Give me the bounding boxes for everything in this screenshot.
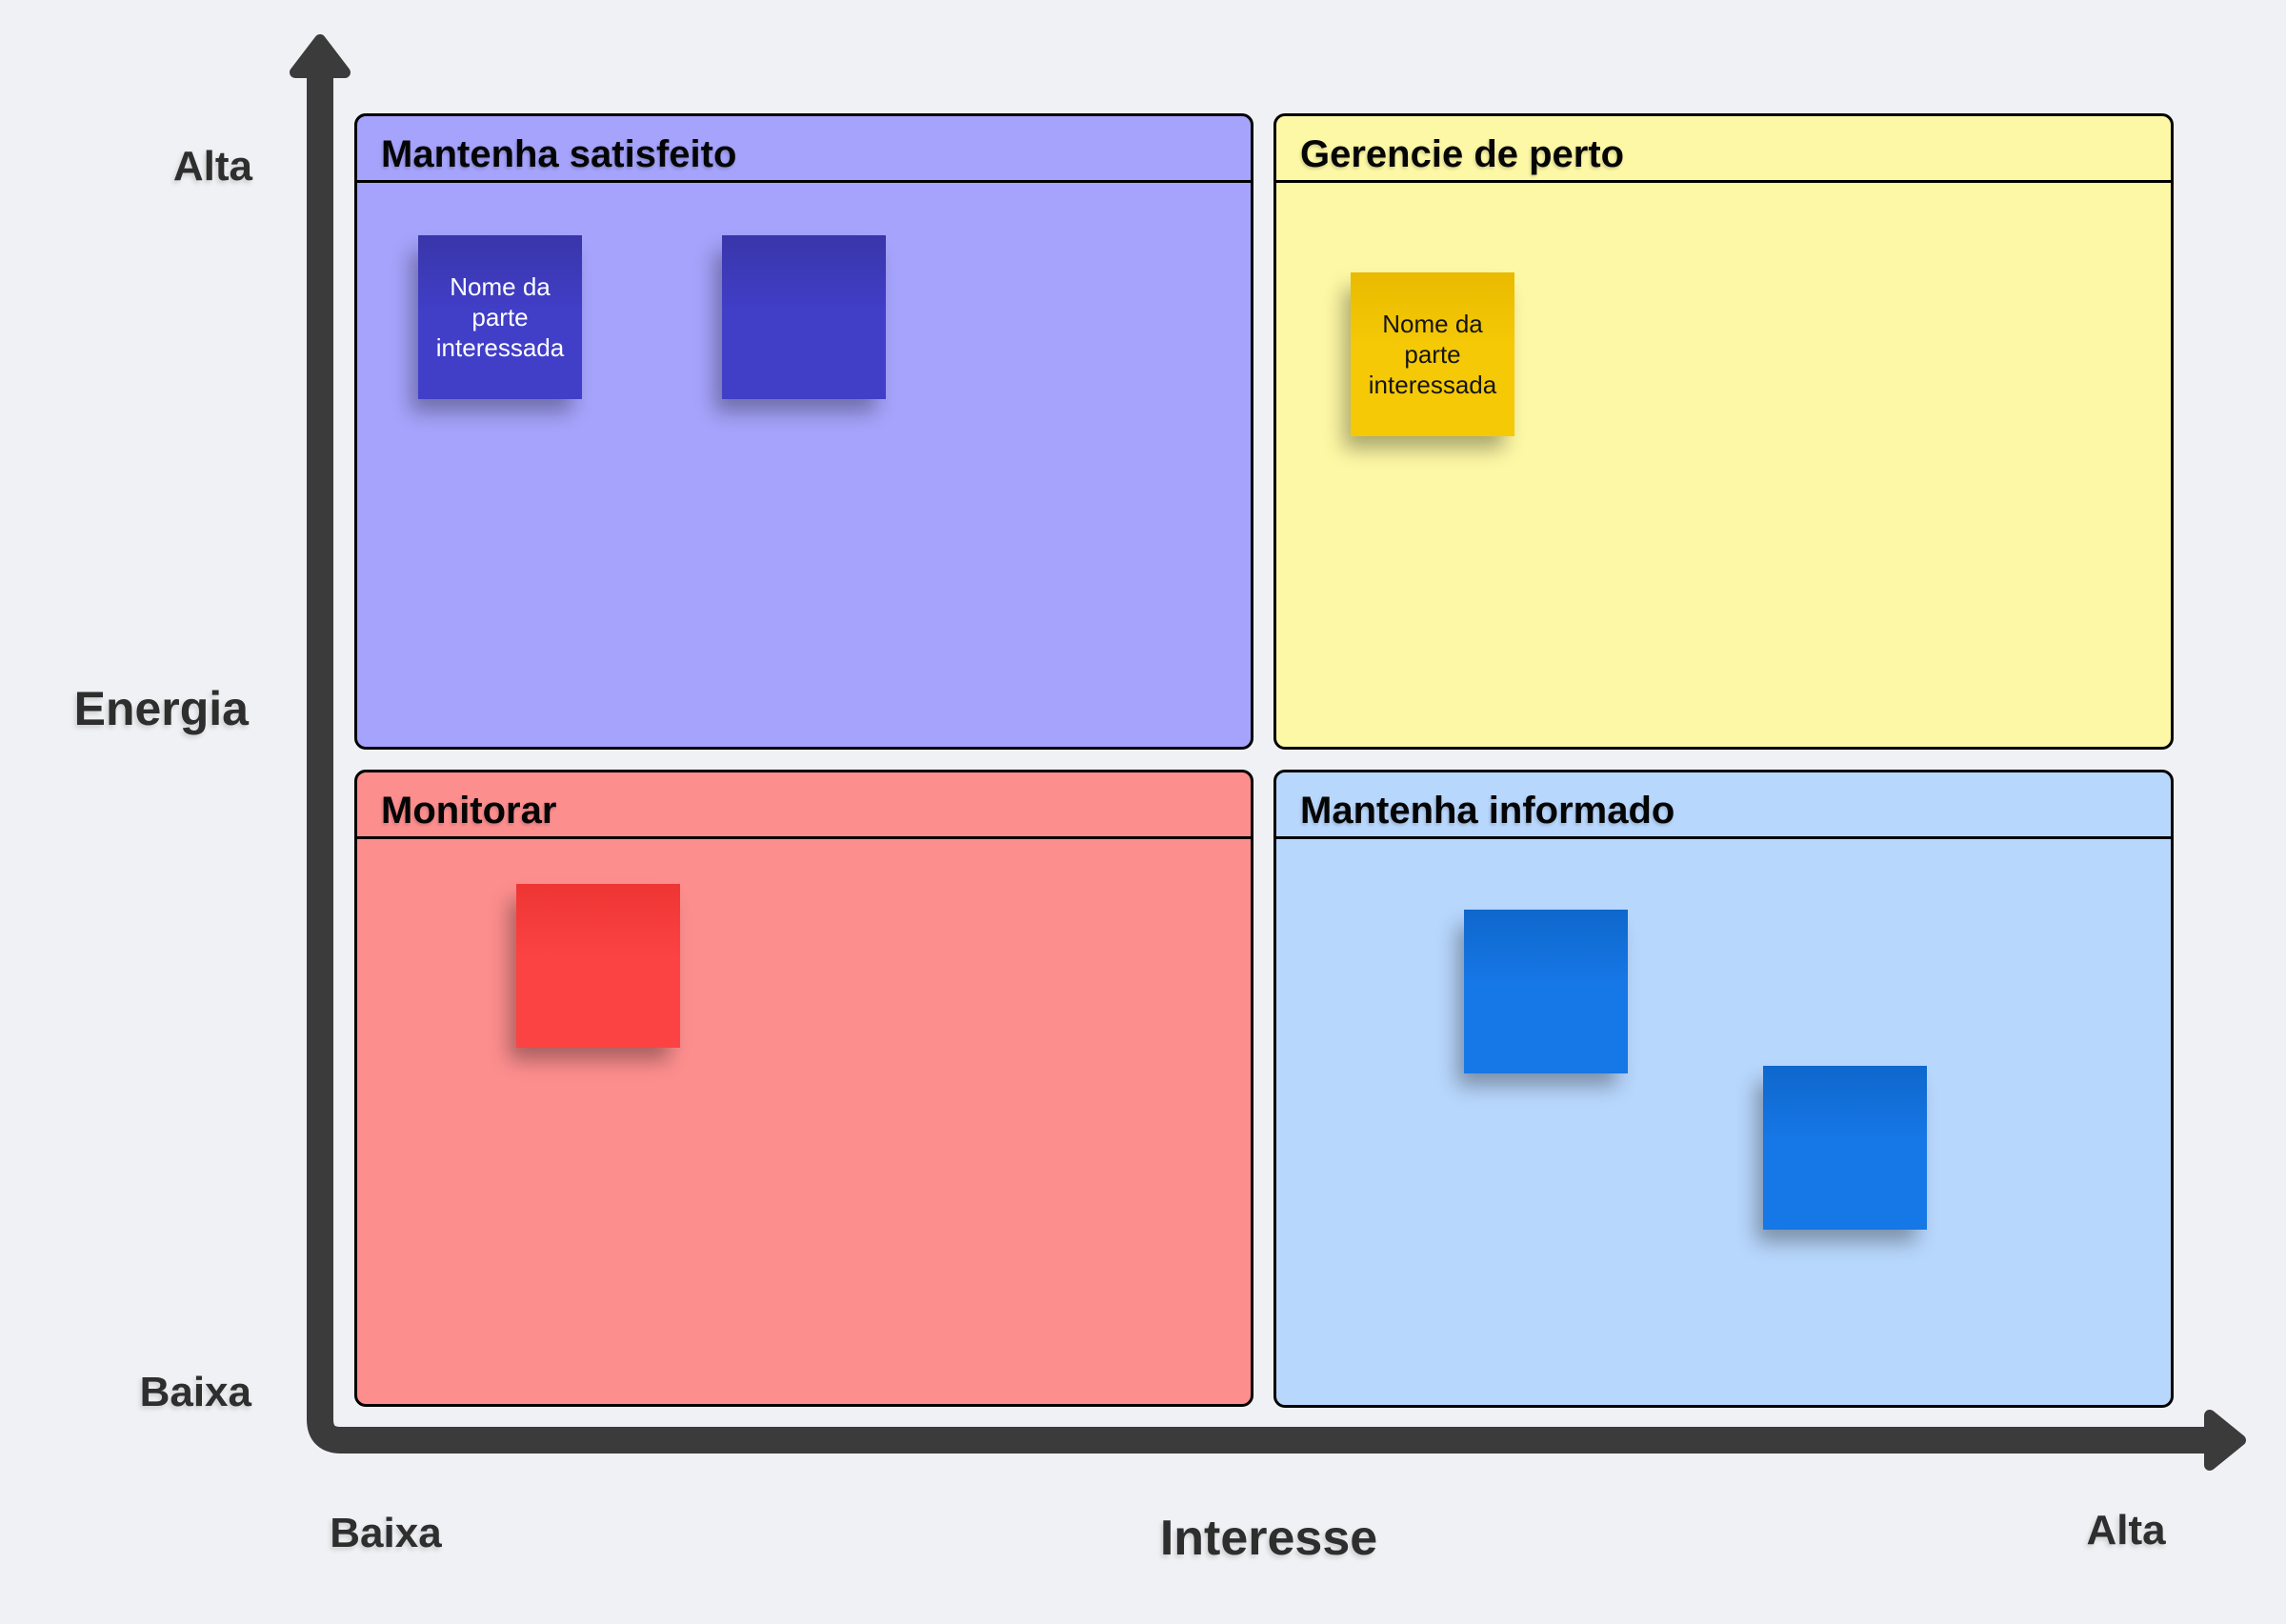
sticky-note[interactable]: Nome da parte interessada [418,235,582,399]
quadrant-keep-informed-header: Mantenha informado [1276,772,2171,839]
axis-line [307,59,2212,1454]
x-axis-max-label: Alta [2086,1507,2166,1554]
quadrant-keep-satisfied-header: Mantenha satisfeito [357,116,1251,183]
quadrant-keep-informed: Mantenha informado [1273,770,2174,1408]
x-axis-name: Interesse [1159,1511,1378,1566]
x-axis-arrowhead [2204,1410,2246,1471]
quadrant-title: Mantenha satisfeito [381,132,737,175]
quadrant-monitor: Monitorar [354,770,1253,1407]
y-axis-arrowhead [290,34,351,78]
y-axis-name: Energia [73,682,249,735]
sticky-note[interactable] [516,884,680,1048]
quadrant-title: Gerencie de perto [1300,132,1625,175]
quadrant-monitor-header: Monitorar [357,772,1251,839]
sticky-note[interactable] [1464,910,1628,1073]
sticky-note-label: Nome da parte interessada [435,271,565,363]
sticky-note[interactable] [1763,1066,1927,1230]
quadrant-keep-satisfied: Mantenha satisfeito Nome da parte intere… [354,113,1253,750]
sticky-note[interactable] [722,235,886,399]
quadrant-manage-closely-header: Gerencie de perto [1276,116,2171,183]
quadrant-title: Mantenha informado [1300,789,1675,832]
y-axis-min-label: Baixa [139,1369,251,1415]
y-axis-max-label: Alta [172,143,252,190]
sticky-note-label: Nome da parte interessada [1368,309,1497,400]
quadrant-manage-closely: Gerencie de perto Nome da parte interess… [1273,113,2174,750]
x-axis-min-label: Baixa [330,1510,442,1556]
sticky-note[interactable]: Nome da parte interessada [1351,272,1514,436]
quadrant-title: Monitorar [381,789,557,832]
